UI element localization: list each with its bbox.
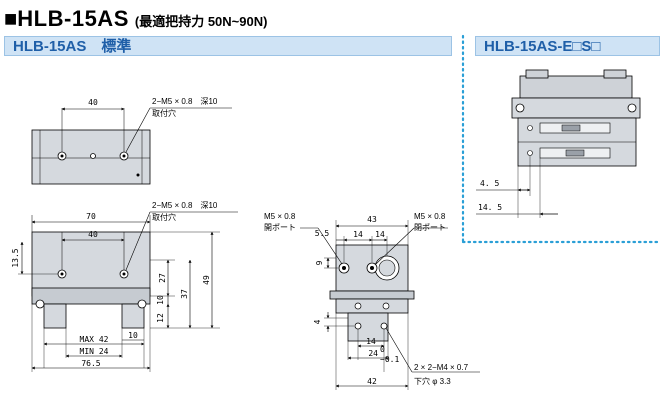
end-view	[300, 220, 480, 390]
front-dim-40: 40	[88, 98, 98, 107]
section-label-option: HLB-15AS-E□S□	[484, 38, 601, 55]
side-dim-max42: MAX 42	[80, 335, 109, 344]
side-dim-12: 12	[156, 313, 165, 323]
front-callout-line1: 2−M5 × 0.8 深10	[152, 97, 218, 106]
model-name: HLB-15AS	[17, 6, 129, 31]
end-dim-tol-minus: −0.1	[380, 355, 399, 364]
side-dim-13-5: 13.5	[11, 248, 20, 267]
option-dim-14-5: 14. 5	[478, 203, 502, 212]
side-dim-76-5: 76.5	[81, 359, 100, 368]
side-dim-49: 49	[202, 275, 211, 285]
end-callout-line1: 2 × 2−M4 × 0.7	[414, 363, 469, 372]
side-view	[18, 211, 238, 372]
end-dim-43: 43	[367, 215, 377, 224]
end-dim-4: 4	[313, 319, 322, 324]
end-dim-14c: 14	[366, 337, 376, 346]
gripping-force-subtitle: (最適把持力 50N~90N)	[134, 14, 268, 29]
side-dim-37: 37	[180, 289, 189, 299]
option-dim-4-5: 4. 5	[480, 179, 499, 188]
end-dim-5-5: 5.5	[315, 229, 330, 238]
open-port-thread: M5 × 0.8	[264, 212, 296, 221]
end-dim-24: 24	[368, 349, 378, 358]
end-dim-14b: 14	[375, 230, 385, 239]
option-dotted-frame	[461, 34, 662, 244]
m4-hole-icon	[354, 322, 362, 330]
side-dim-10b: 10	[128, 331, 138, 340]
title-square-mark: ■	[4, 6, 18, 31]
close-port-label: 閉ポート	[414, 223, 446, 232]
center-pin-icon	[90, 153, 96, 159]
front-view	[31, 107, 232, 185]
section-label-standard: HLB-15AS 標準	[13, 38, 132, 55]
side-dim-40: 40	[88, 230, 98, 239]
page-title: ■ HLB-15AS (最適把持力 50N~90N)	[4, 6, 267, 32]
section-bar-option: HLB-15AS-E□S□	[475, 36, 660, 56]
section-bar-standard: HLB-15AS 標準	[4, 36, 452, 56]
side-dim-10: 10	[156, 295, 165, 305]
front-callout-line2: 取付穴	[152, 108, 176, 118]
end-dim-42: 42	[367, 377, 377, 386]
option-view	[476, 69, 641, 218]
side-dim-27: 27	[158, 273, 167, 283]
side-callout-line1: 2−M5 × 0.8 深10	[152, 201, 218, 210]
open-port-label: 開ポート	[264, 223, 296, 232]
end-dim-9: 9	[315, 260, 324, 265]
side-dim-min24: MIN 24	[80, 347, 109, 356]
side-dim-70: 70	[86, 212, 96, 221]
end-dim-tol-0: 0	[380, 345, 385, 354]
end-callout-line2: 下穴 φ 3.3	[414, 376, 451, 386]
end-dim-14a: 14	[353, 230, 363, 239]
close-port-thread: M5 × 0.8	[414, 212, 446, 221]
side-callout-line2: 取付穴	[152, 212, 176, 222]
